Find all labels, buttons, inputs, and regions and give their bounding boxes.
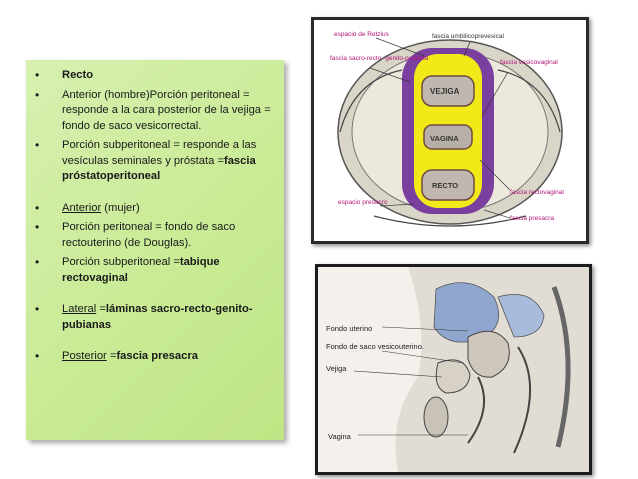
label-sacro: fascia sacro-recto- genito-pubiana [330, 55, 429, 62]
rectum-canal [513, 346, 532, 454]
label-fondo-saco: Fondo de saco vesicouterino. [326, 342, 424, 351]
bullet-subperitoneal-hombre-bold: fascia próstatoperitoneal [62, 154, 256, 183]
female-pelvis-section-diagram: Fondo uterino Fondo de saco vesicouterin… [315, 264, 592, 475]
vagina-organ [423, 124, 473, 150]
label-vejiga: Vejiga [326, 364, 347, 373]
text-panel: Recto Anterior (hombre)Porción peritonea… [26, 60, 284, 440]
bullet-peritoneal-mujer-text: Porción peritoneal = fondo de saco recto… [62, 221, 236, 249]
female-pelvis-svg: Fondo uterino Fondo de saco vesicouterin… [318, 267, 589, 472]
bullet-posterior-bold: fascia presacra [116, 350, 198, 362]
pelvic-fascia-diagram: espacio de Retzius fascia umbilicopreves… [311, 17, 589, 244]
bullet-posterior-underline: Posterior [62, 350, 107, 362]
bullet-posterior-eq: = [106, 350, 117, 362]
leader-sacro [369, 67, 411, 83]
bullet-subperitoneal-mujer-bold: tabique rectovaginal [62, 256, 220, 284]
label-vejiga: VEJIGA [430, 87, 460, 96]
label-rectovaginal: fascia rectovaginal [510, 189, 564, 196]
leader-fondo-saco [381, 350, 465, 364]
bullet-anterior-mujer-text: (mujer) [101, 201, 140, 214]
bullet-anterior-hombre-text: Anterior (hombre)Porción peritoneal = re… [62, 88, 271, 132]
peritoneum-blue-upper [433, 282, 499, 343]
bullet-subperitoneal-hombre-text: Porción subperitoneal = responde a las v… [62, 139, 257, 167]
bullet-posterior: Posterior =fascia presacra [26, 349, 284, 365]
bullet-anterior-mujer: Anterior (mujer) [26, 201, 284, 217]
bullet-subperitoneal-mujer-text: Porción subperitoneal = [62, 256, 180, 268]
bullet-anterior-hombre: Anterior (hombre)Porción peritoneal = re… [26, 88, 284, 135]
vejiga-shape [435, 359, 471, 394]
bullet-lateral: Lateral =láminas sacro-recto-genito-pubi… [26, 302, 284, 333]
vejiga-organ [421, 75, 475, 107]
label-vesicovaginal: fascia vesicovaginal [500, 59, 558, 66]
recto-organ [421, 169, 475, 201]
leader-retzius [375, 37, 425, 57]
uterus-shape [467, 330, 510, 378]
bullet-subperitoneal-hombre: Porción subperitoneal = responde a las v… [26, 138, 284, 185]
bullet-list: Recto Anterior (hombre)Porción peritonea… [26, 68, 284, 369]
bullet-anterior-mujer-underline: Anterior [62, 201, 102, 214]
label-umbilico: fascia umbilicoprevesical [432, 33, 504, 40]
label-espacio-presacro: espacio presacro [338, 199, 388, 206]
leader-vejiga [353, 370, 443, 378]
pelvic-fascia-svg: espacio de Retzius fascia umbilicopreves… [330, 31, 564, 227]
label-fondo-uterino: Fondo uterino [326, 324, 372, 333]
bullet-recto: Recto [26, 68, 284, 84]
pelvic-bone-left-edge [339, 69, 403, 133]
bullet-lateral-eq: = [96, 303, 106, 315]
pubis-shape [423, 396, 449, 438]
leader-fondo-uterino [381, 326, 469, 332]
bullet-lateral-underline: Lateral [62, 303, 97, 315]
label-vagina: Vagina [328, 432, 352, 441]
leader-vesicovaginal [481, 71, 509, 117]
bullet-peritoneal-mujer: Porción peritoneal = fondo de saco recto… [26, 220, 284, 251]
leader-umbilico [463, 41, 471, 57]
label-recto: RECTO [432, 181, 458, 190]
peritoneum-blue-right [497, 293, 545, 338]
leader-presacra [483, 209, 511, 219]
label-presacra: fascia presacra [510, 215, 554, 222]
sacrum-shape [551, 286, 571, 448]
bullet-subperitoneal-mujer: Porción subperitoneal =tabique rectovagi… [26, 255, 284, 286]
bullet-recto-title: Recto [62, 69, 94, 81]
vagina-canal [467, 376, 485, 444]
leader-rectovaginal [479, 159, 511, 191]
sacrum-edge [373, 215, 527, 227]
label-vagina: VAGINA [430, 134, 459, 143]
leader-presacro [379, 203, 415, 207]
label-retzius: espacio de Retzius [334, 31, 390, 38]
bullet-lateral-bold: láminas sacro-recto-genito-pubianas [62, 303, 253, 331]
pelvic-bone-right-edge [497, 69, 561, 133]
